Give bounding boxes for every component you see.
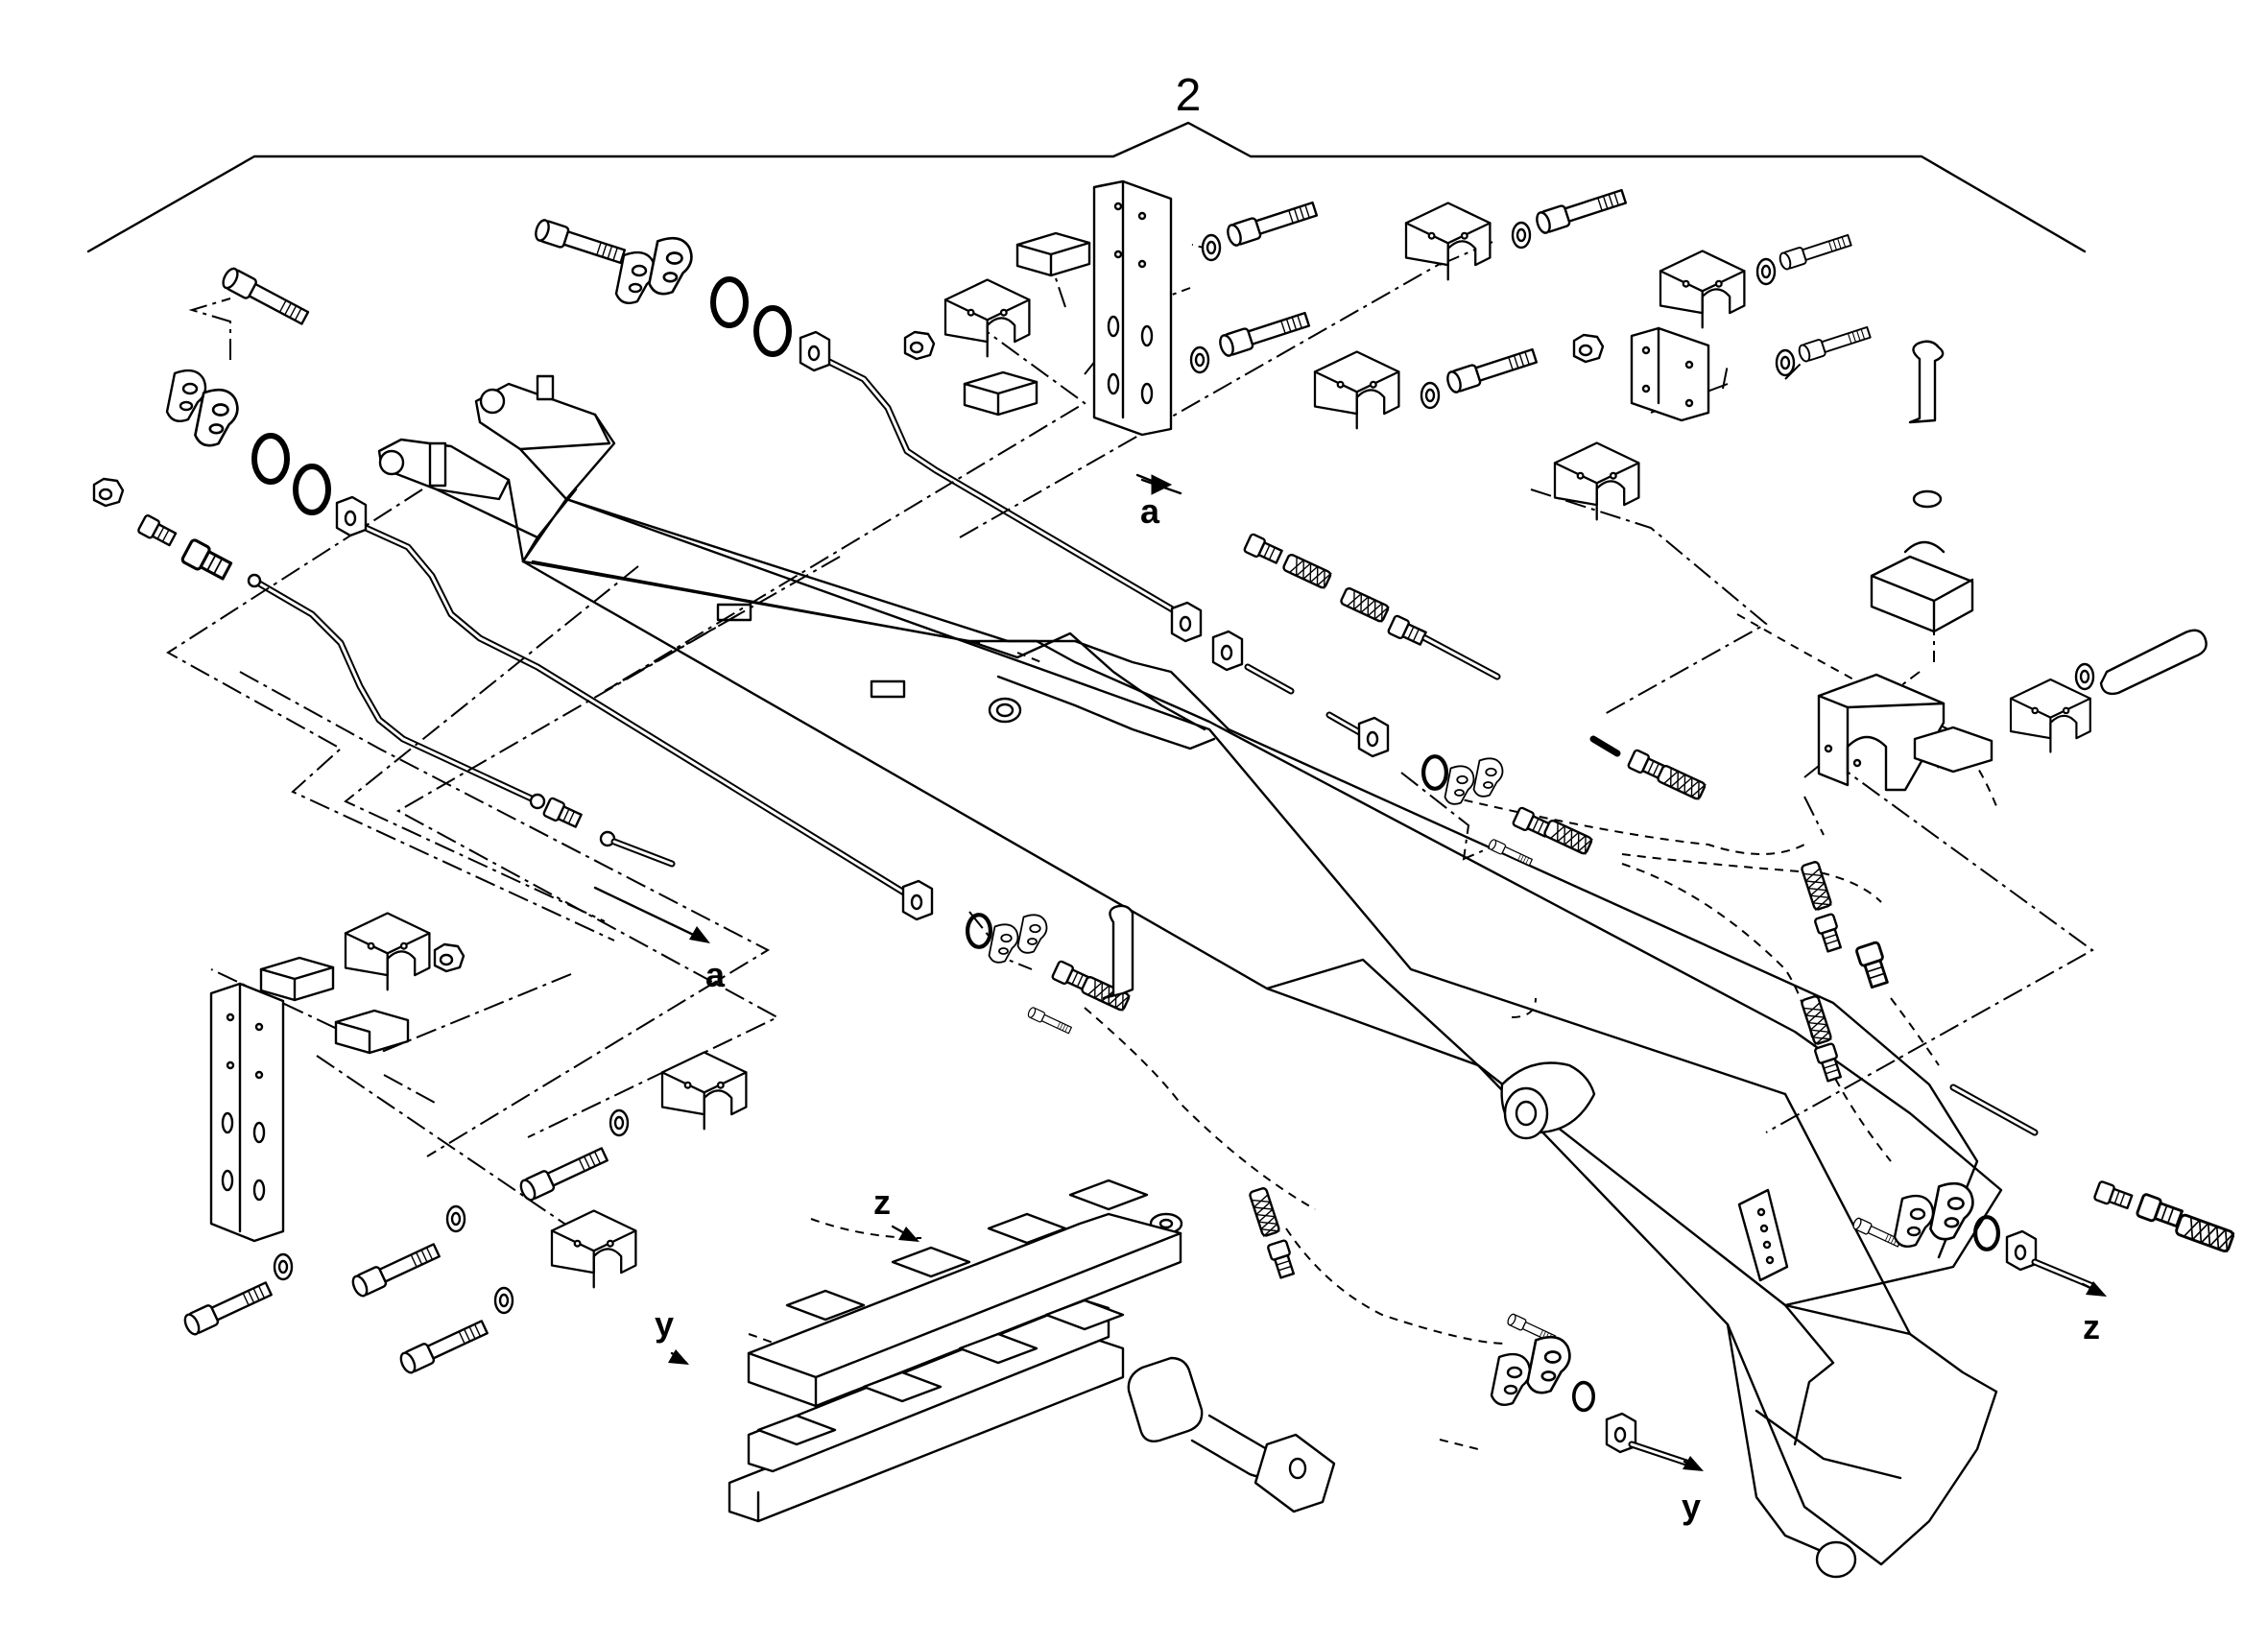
assembly-number: 2 [1176, 70, 1202, 121]
callout-label-y-bottom: y [1682, 1487, 1701, 1526]
boom-pad [870, 679, 906, 699]
callout-label-y-center: y [655, 1304, 674, 1344]
callout-arrows [593, 473, 2107, 1471]
callout-label-z-right: z [2083, 1307, 2100, 1346]
boom-arm [377, 382, 2003, 1579]
boom-lug [536, 374, 555, 401]
mid-left-fittings [529, 793, 1132, 1036]
assembly-bracket [86, 121, 2087, 253]
assembly-lines [166, 239, 2094, 1249]
hydraulic-pipes [251, 351, 2039, 1136]
boom-lug [428, 441, 447, 488]
left-mounting-plate [180, 912, 748, 1376]
callout-label-a-top: a [1140, 491, 1160, 531]
upper-right-clamps [1313, 185, 1873, 521]
center-clamp-rails [728, 904, 1336, 1523]
callout-label-a-left: a [705, 955, 726, 994]
lower-right-fittings [1850, 1179, 2236, 1290]
lower-center-fittings [1248, 1186, 1693, 1467]
right-clamp-assembly [1817, 340, 2208, 792]
callout-label-z-center: z [873, 1182, 891, 1222]
top-mounting-plate [903, 179, 1320, 437]
top-center-fittings [532, 217, 831, 372]
mid-right-fittings [1140, 474, 1707, 869]
right-hose-chain [1800, 860, 1893, 1084]
top-left-fittings [92, 265, 368, 588]
